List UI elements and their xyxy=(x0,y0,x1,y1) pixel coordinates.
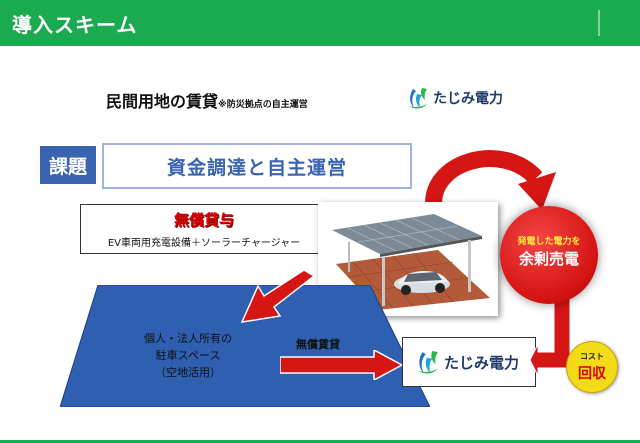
issue-tag: 課題 xyxy=(40,146,96,184)
subtitle-main: 民間用地の賃貸 xyxy=(106,92,219,111)
parking-line-3: （空地活用） xyxy=(155,366,221,379)
ev-desc: EV車両用充電設備＋ソーラーチャージャー xyxy=(107,238,301,249)
parking-text: 個人・法人所有の 駐車スペース （空地活用） xyxy=(118,330,258,381)
coin-line-2: 回収 xyxy=(578,366,606,382)
company-logo-bottom: たじみ電力 xyxy=(417,348,519,376)
company-logo-box: たじみ電力 xyxy=(402,337,536,387)
diagonal-arrow-icon xyxy=(240,270,316,323)
curved-arrow-icon xyxy=(425,150,556,210)
surplus-power-circle: 発電した電力を 余剰売電 xyxy=(500,206,598,304)
header-bar: 導入スキーム xyxy=(0,0,640,46)
ev-title: 無償貸与 xyxy=(173,211,234,229)
subtitle: 民間用地の賃貸※防災拠点の自主運営 xyxy=(106,88,308,112)
company-logo-top: たじみ電力 xyxy=(408,86,503,110)
parking-line-2: 駐車スペース xyxy=(155,349,221,362)
subtitle-note: ※防災拠点の自主運営 xyxy=(218,100,308,110)
power-line-2: 余剰売電 xyxy=(518,250,579,268)
cost-recovery-coin: コスト 回収 xyxy=(566,341,618,393)
return-arrow-icon xyxy=(530,298,570,377)
logo-text-2: たじみ電力 xyxy=(444,353,520,372)
slide-title: 導入スキーム xyxy=(12,13,138,37)
coin-line-1: コスト xyxy=(580,352,604,361)
parking-area xyxy=(60,285,430,407)
leaf-logo-icon xyxy=(409,88,427,109)
leaf-logo-icon-2 xyxy=(418,351,438,374)
ev-box: 無償貸与 EV車両用充電設備＋ソーラーチャージャー xyxy=(80,204,328,254)
right-arrow-icon xyxy=(280,350,404,380)
logo-text: たじみ電力 xyxy=(433,91,503,107)
power-line-1: 発電した電力を xyxy=(517,237,581,247)
arrow-label: 無償賃貸 xyxy=(296,338,340,351)
header-divider xyxy=(598,10,600,36)
slide-bottom-bar xyxy=(0,440,640,443)
parking-line-1: 個人・法人所有の xyxy=(144,332,232,345)
issue-text: 資金調達と自主運営 xyxy=(102,143,412,189)
